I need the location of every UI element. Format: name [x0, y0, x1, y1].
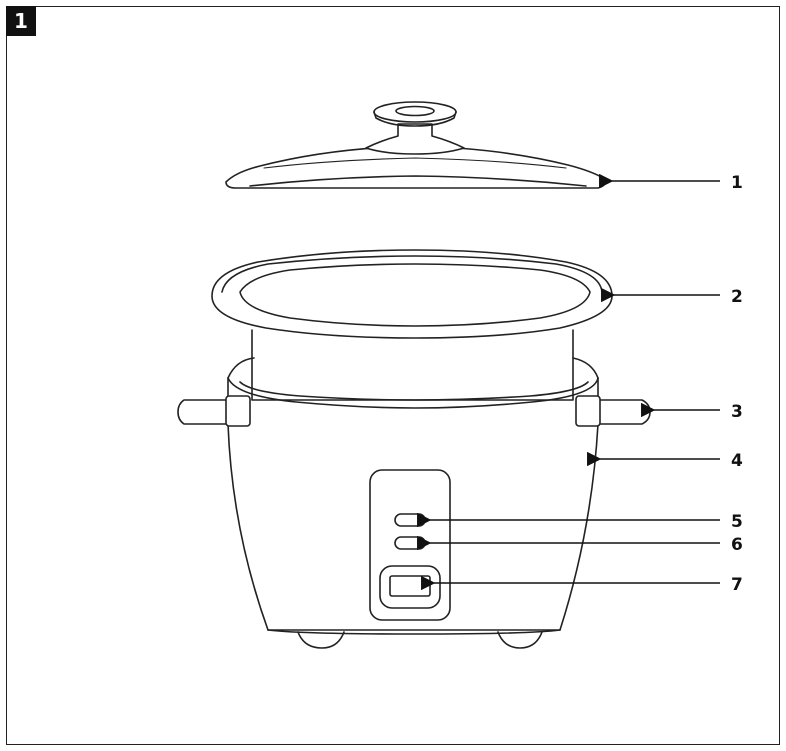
switch-lever [389, 575, 431, 597]
cooker-body [227, 357, 599, 649]
figure-number-badge: 1 [6, 6, 36, 36]
glass-lid [225, 101, 607, 189]
control-panel [369, 469, 451, 621]
callout-number-3: 3 [731, 402, 743, 422]
warm-indicator-light [394, 536, 426, 550]
inner-pot [211, 249, 613, 401]
callout-number-5: 5 [731, 512, 743, 532]
figure-frame [6, 6, 780, 745]
callout-number-4: 4 [731, 451, 743, 471]
side-handles [177, 395, 651, 427]
callout-number-7: 7 [731, 575, 743, 595]
cook-indicator-light [394, 513, 426, 527]
callout-number-2: 2 [731, 287, 743, 307]
callout-number-1: 1 [731, 173, 743, 193]
callout-number-6: 6 [731, 535, 743, 555]
